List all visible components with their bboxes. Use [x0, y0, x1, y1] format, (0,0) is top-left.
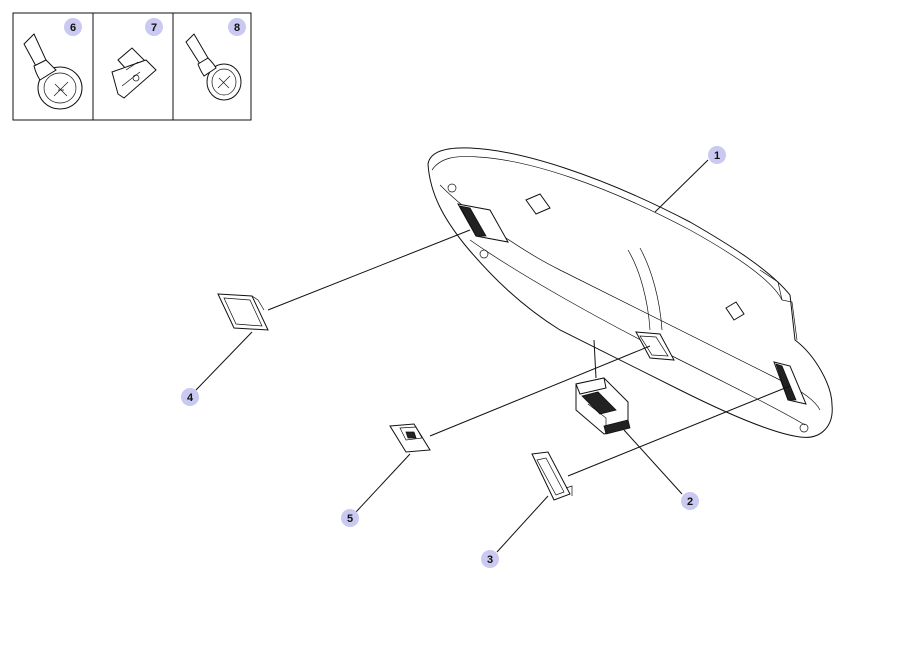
leader-3	[496, 495, 549, 553]
screw-8-icon	[185, 33, 242, 101]
callout-label: 8	[234, 22, 240, 34]
fastener-inset-table	[12, 12, 252, 121]
inset-border	[12, 12, 252, 121]
clip-nut-7-icon	[111, 47, 157, 99]
callout-label: 1	[714, 150, 720, 162]
callout-4: 4	[181, 388, 199, 406]
leader-5b	[429, 345, 651, 437]
tailgate-trim-panel	[427, 147, 833, 438]
cover-cap-4	[217, 293, 269, 331]
cover-cap-3	[531, 451, 573, 501]
leader-4b	[267, 229, 471, 311]
leader-5	[355, 453, 411, 513]
callout-label: 2	[687, 496, 693, 508]
callout-label: 4	[187, 392, 194, 404]
callout-label: 5	[347, 513, 353, 525]
callout-label: 6	[70, 22, 76, 34]
switch-5	[389, 423, 431, 453]
callout-2: 2	[681, 492, 699, 510]
leader-1	[654, 159, 709, 213]
callout-3: 3	[481, 550, 499, 568]
callout-label: 7	[151, 22, 157, 34]
leader-4	[195, 331, 253, 391]
callout-7: 7	[145, 18, 163, 36]
leader-2	[623, 429, 683, 495]
leader-2b	[593, 339, 597, 379]
screw-6-icon	[23, 33, 83, 110]
callout-5: 5	[341, 509, 359, 527]
handle-bracket-2	[575, 377, 631, 435]
leader-3b	[567, 385, 791, 477]
callout-6: 6	[64, 18, 82, 36]
callout-1: 1	[708, 146, 726, 164]
leader-lines	[195, 159, 791, 553]
callout-8: 8	[228, 18, 246, 36]
callout-label: 3	[487, 554, 493, 566]
